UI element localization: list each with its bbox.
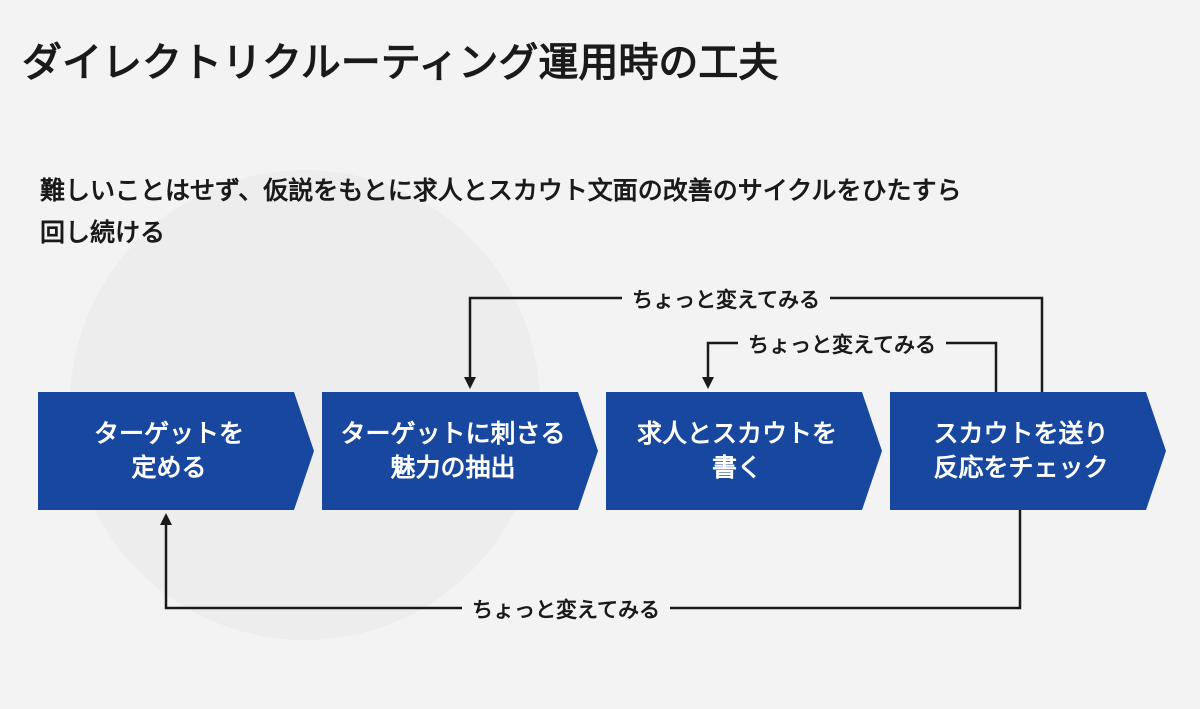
step-shape-1 xyxy=(38,392,314,510)
loop-bottom-label: ちょっと変えてみる xyxy=(462,594,670,624)
page-title: ダイレクトリクルーティング運用時の工夫 xyxy=(22,40,779,86)
step-shape-4 xyxy=(890,392,1166,510)
loop-outer-top-label: ちょっと変えてみる xyxy=(622,284,830,314)
step-target: ターゲットを 定める xyxy=(93,419,244,482)
step-send-check: スカウトを送り 反応をチェック xyxy=(933,419,1109,482)
step-write: 求人とスカウトを 書く xyxy=(636,419,837,482)
subtitle: 難しいことはせず、仮説をもとに求人とスカウト文面の改善のサイクルをひたすら 回し… xyxy=(40,176,962,247)
step-shape-3 xyxy=(606,392,882,510)
loop-inner-top-label: ちょっと変えてみる xyxy=(738,329,946,359)
step-shape-2 xyxy=(322,392,598,510)
step-appeal: ターゲットに刺さる 魅力の抽出 xyxy=(340,419,566,482)
